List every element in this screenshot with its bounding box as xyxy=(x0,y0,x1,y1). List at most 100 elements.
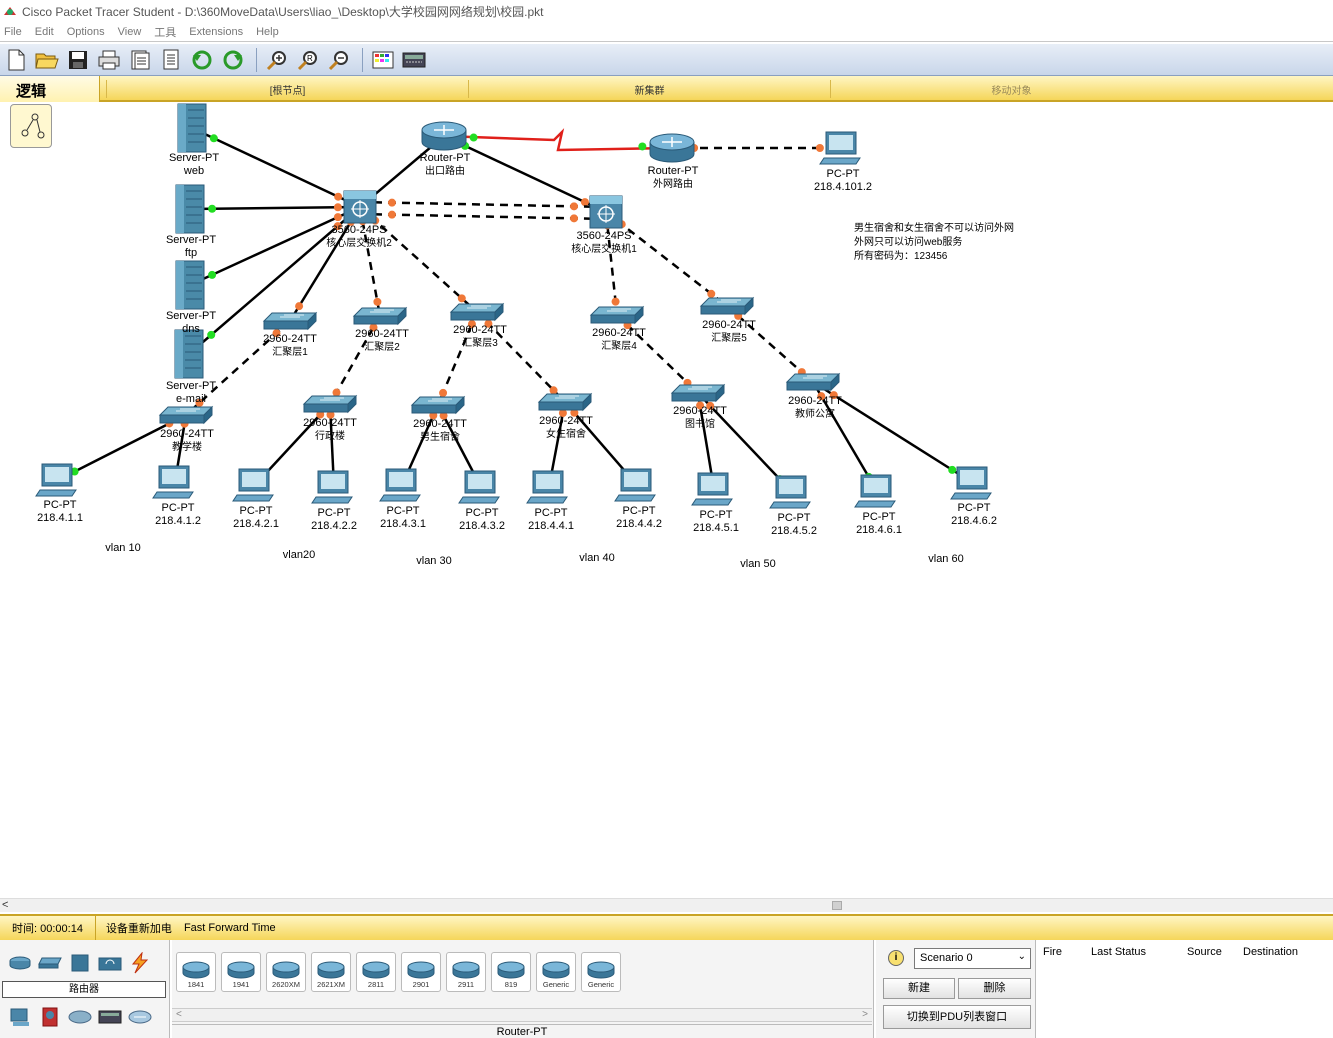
menu-edit[interactable]: Edit xyxy=(34,25,54,38)
router-model-generic[interactable]: Generic xyxy=(536,952,576,992)
2960-24tt-icon[interactable] xyxy=(670,383,726,403)
hub-category-icon[interactable] xyxy=(68,952,92,974)
2960-24tt-icon[interactable] xyxy=(410,395,466,415)
print-icon[interactable] xyxy=(95,46,123,74)
pc-pt-icon[interactable] xyxy=(232,468,274,502)
pc-pt-icon[interactable] xyxy=(854,474,896,508)
straight-link[interactable] xyxy=(443,134,607,214)
workspace-hscrollbar[interactable]: < xyxy=(0,898,1333,912)
info-icon[interactable]: i xyxy=(888,950,904,966)
router-model-1941[interactable]: 1941 xyxy=(221,952,261,992)
scenario-select[interactable]: Scenario 0 ⌄ xyxy=(914,948,1031,969)
crossover-link[interactable] xyxy=(616,314,699,394)
new-cluster-button[interactable]: 新集群 xyxy=(468,80,830,98)
pc-pt-icon[interactable] xyxy=(614,468,656,502)
router-model-2811[interactable]: 2811 xyxy=(356,952,396,992)
logical-view-icon[interactable] xyxy=(10,104,52,148)
custom-devices-category-icon[interactable] xyxy=(98,1006,122,1028)
2960-24tt-icon[interactable] xyxy=(158,405,214,425)
move-object-button[interactable]: 移动对象 xyxy=(830,80,1192,98)
router-pt-icon[interactable] xyxy=(649,133,695,163)
toggle-pdu-list-button[interactable]: 切换到PDU列表窗口 xyxy=(883,1005,1031,1029)
scroll-right-arrow[interactable]: > xyxy=(862,1009,868,1020)
server-pt-icon[interactable] xyxy=(177,103,207,153)
menu-extensions[interactable]: Extensions xyxy=(189,25,244,38)
3560-24ps-icon[interactable] xyxy=(343,190,377,224)
router-model-2620xm[interactable]: 2620XM xyxy=(266,952,306,992)
open-icon[interactable] xyxy=(33,46,61,74)
zoom-in-icon[interactable] xyxy=(263,46,291,74)
serial-link[interactable] xyxy=(443,128,673,152)
2960-24tt-icon[interactable] xyxy=(537,392,593,412)
multiuser-category-icon[interactable] xyxy=(128,1006,152,1028)
straight-link[interactable] xyxy=(189,205,361,287)
delete-scenario-button[interactable]: 删除 xyxy=(958,978,1031,999)
crossover-link[interactable] xyxy=(605,211,728,307)
server-pt-icon[interactable] xyxy=(175,184,205,234)
new-scenario-button[interactable]: 新建 xyxy=(883,978,955,999)
wan-emulation-category-icon[interactable] xyxy=(68,1006,92,1028)
scroll-left-arrow[interactable]: < xyxy=(2,899,9,911)
crossover-link[interactable] xyxy=(185,320,291,416)
doc-icon[interactable] xyxy=(157,46,185,74)
connections-category-icon[interactable] xyxy=(128,952,152,974)
zoom-reset-icon[interactable]: R xyxy=(294,46,322,74)
straight-link[interactable] xyxy=(812,380,974,485)
straight-link[interactable] xyxy=(188,206,361,355)
switch-category-icon[interactable] xyxy=(38,952,62,974)
2960-24tt-icon[interactable] xyxy=(699,296,755,316)
crossover-link[interactable] xyxy=(726,305,814,383)
3560-24ps-icon[interactable] xyxy=(589,195,623,229)
power-cycle-button[interactable]: 设备重新加电 xyxy=(105,923,172,935)
router-model-2621xm[interactable]: 2621XM xyxy=(311,952,351,992)
router-pt-icon[interactable] xyxy=(421,121,467,151)
pc-pt-icon[interactable] xyxy=(769,475,811,509)
2960-24tt-icon[interactable] xyxy=(352,306,408,326)
scroll-left-arrow[interactable]: < xyxy=(176,1009,182,1020)
crossover-link[interactable] xyxy=(359,212,607,221)
pc-pt-icon[interactable] xyxy=(458,470,500,504)
straight-link[interactable] xyxy=(288,206,362,322)
pc-pt-icon[interactable] xyxy=(691,472,733,506)
redo-icon[interactable] xyxy=(219,46,247,74)
activity-wizard-icon[interactable] xyxy=(126,46,154,74)
straight-link[interactable] xyxy=(189,205,361,211)
undo-icon[interactable] xyxy=(188,46,216,74)
straight-link[interactable] xyxy=(811,381,879,492)
custom-device-icon[interactable] xyxy=(400,46,428,74)
menu-tools[interactable]: 工具 xyxy=(154,26,177,39)
zoom-out-icon[interactable] xyxy=(325,46,353,74)
crossover-link[interactable] xyxy=(359,206,478,313)
router-model-819[interactable]: 819 xyxy=(491,952,531,992)
2960-24tt-icon[interactable] xyxy=(589,305,645,325)
crossover-link[interactable] xyxy=(476,311,566,403)
device-list-scrollbar[interactable]: < > xyxy=(172,1008,872,1022)
pc-pt-icon[interactable] xyxy=(950,466,992,500)
router-category-icon[interactable] xyxy=(8,952,32,974)
save-icon[interactable] xyxy=(64,46,92,74)
pc-pt-icon[interactable] xyxy=(152,465,194,499)
wireless-category-icon[interactable] xyxy=(98,952,122,974)
menu-help[interactable]: Help xyxy=(256,25,279,38)
palette-icon[interactable] xyxy=(369,46,397,74)
router-model-2911[interactable]: 2911 xyxy=(446,952,486,992)
router-model-2901[interactable]: 2901 xyxy=(401,952,441,992)
2960-24tt-icon[interactable] xyxy=(449,302,505,322)
end-devices-category-icon[interactable] xyxy=(8,1006,32,1028)
server-pt-icon[interactable] xyxy=(174,329,204,379)
pc-pt-icon[interactable] xyxy=(819,131,861,165)
2960-24tt-icon[interactable] xyxy=(302,394,358,414)
pc-pt-icon[interactable] xyxy=(526,470,568,504)
router-model-generic[interactable]: Generic xyxy=(581,952,621,992)
crossover-link[interactable] xyxy=(359,200,607,209)
menu-view[interactable]: View xyxy=(117,25,142,38)
pc-pt-icon[interactable] xyxy=(311,470,353,504)
server-pt-icon[interactable] xyxy=(175,260,205,310)
pc-pt-icon[interactable] xyxy=(35,463,77,497)
logical-tab[interactable]: 逻辑 xyxy=(0,76,100,102)
root-node-button[interactable]: [根节点] xyxy=(106,80,468,98)
straight-link[interactable] xyxy=(191,126,361,209)
pc-pt-icon[interactable] xyxy=(379,468,421,502)
scroll-thumb[interactable] xyxy=(832,901,842,910)
